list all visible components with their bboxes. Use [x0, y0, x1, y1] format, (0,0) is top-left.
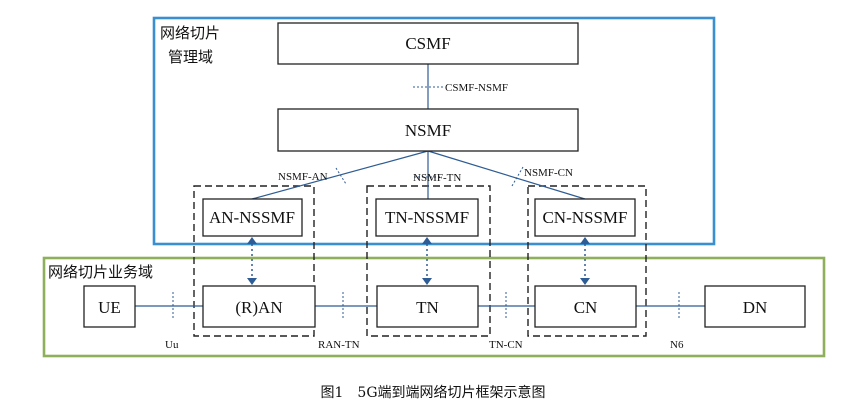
ue-box [83, 285, 136, 328]
nsmf-cn-tick [511, 166, 524, 187]
tn-label: TN [416, 298, 439, 317]
cn-slice-group [527, 185, 647, 337]
dn-label: DN [743, 298, 768, 317]
management-domain-label-line2: 管理域 [168, 48, 213, 66]
tn-nssmf-label: TN-NSSMF [385, 208, 469, 227]
nsmf-label: NSMF [405, 121, 451, 140]
cn-box [534, 285, 637, 328]
cn-nssmf-label: CN-NSSMF [542, 208, 627, 227]
nsmf-an-tick [335, 167, 347, 185]
management-domain-label-line1: 网络切片 [160, 24, 220, 42]
an-nssmf-box [202, 198, 303, 237]
an-mgmt-arrow-up [247, 237, 257, 244]
csmf-box [277, 22, 579, 65]
nsmf-tn-label: NSMF-TN [413, 172, 461, 184]
ran-tn-label: RAN-TN [318, 339, 360, 351]
cn-nssmf-box [534, 198, 636, 237]
ran-box [202, 285, 316, 328]
cn-mgmt-arrow-up [580, 237, 590, 244]
uu-label: Uu [165, 339, 179, 351]
csmf-nsmf-label: CSMF-NSMF [445, 82, 508, 94]
tn-mgmt-arrow-up [422, 237, 432, 244]
tn-cn-label: TN-CN [489, 339, 523, 351]
service-domain-label: 网络切片业务域 [48, 263, 153, 281]
dn-box [704, 285, 806, 328]
ran-label: (R)AN [235, 298, 282, 317]
csmf-label: CSMF [405, 34, 450, 53]
nsmf-cn-label: NSMF-CN [524, 167, 573, 179]
an-nssmf-label: AN-NSSMF [209, 208, 295, 227]
n6-label: N6 [670, 339, 684, 351]
tn-mgmt-arrow-down [422, 278, 432, 285]
tn-box [376, 285, 479, 328]
cn-label: CN [574, 298, 598, 317]
figure-caption: 图1 5G端到端网络切片框架示意图 [321, 384, 546, 401]
an-mgmt-arrow-down [247, 278, 257, 285]
nsmf-cn-link [427, 150, 586, 200]
an-slice-group [193, 185, 315, 337]
cn-mgmt-arrow-down [580, 278, 590, 285]
ue-label: UE [98, 298, 121, 317]
nsmf-an-label: NSMF-AN [278, 171, 328, 183]
service-domain-frame [42, 256, 826, 358]
tn-nssmf-box [375, 198, 479, 237]
nsmf-box [277, 108, 579, 152]
management-domain-frame [152, 16, 716, 246]
